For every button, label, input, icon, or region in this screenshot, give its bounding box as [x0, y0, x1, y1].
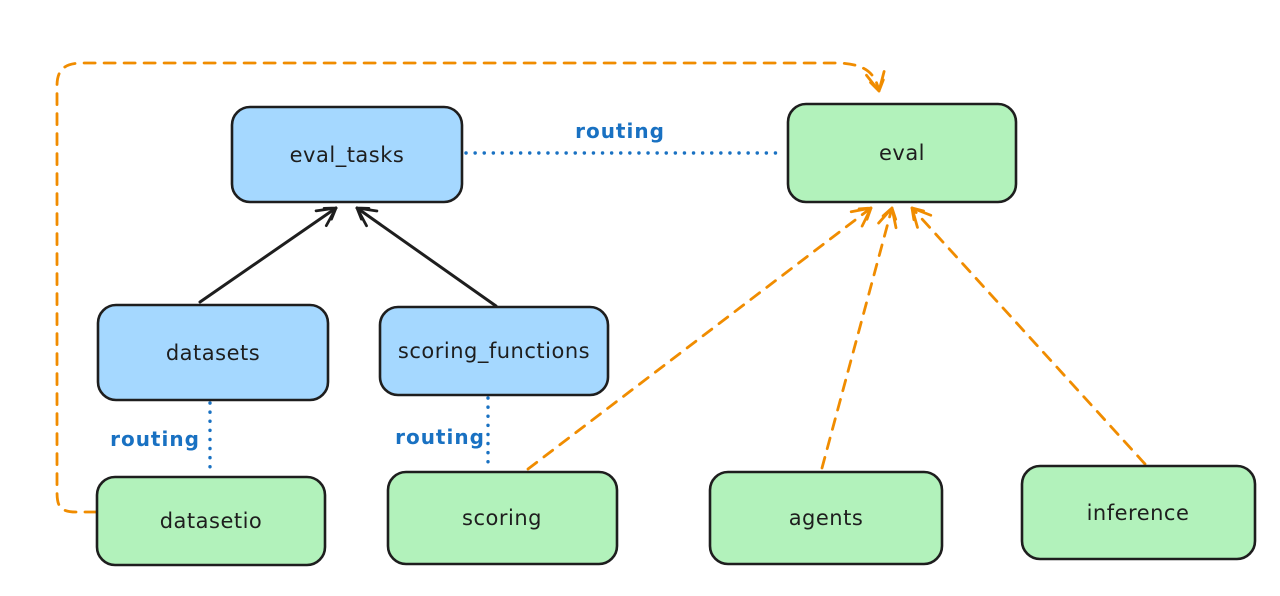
node-eval-tasks-label: eval_tasks: [290, 143, 405, 168]
node-scoring-functions-box: [378, 305, 610, 397]
node-eval-tasks: eval_tasks: [230, 105, 464, 204]
edge-inference-to-eval: [910, 206, 1147, 466]
edge-label-routing-middle: routing: [395, 425, 485, 449]
node-scoring-label: scoring: [462, 506, 542, 530]
node-scoring: scoring: [386, 470, 619, 566]
node-scoring-box: [386, 470, 619, 566]
edge-scoring-functions-to-eval-tasks: [355, 206, 498, 308]
node-datasetio: datasetio: [95, 475, 327, 567]
node-agents-label: agents: [789, 506, 864, 530]
node-datasets-box: [96, 303, 330, 402]
node-agents-box: [708, 470, 944, 566]
node-datasetio-label: datasetio: [160, 509, 263, 533]
node-inference: inference: [1020, 464, 1257, 561]
node-agents: agents: [708, 470, 944, 566]
node-eval: eval: [786, 102, 1018, 204]
node-scoring-functions: scoring_functions: [378, 305, 610, 397]
node-inference-box: [1020, 464, 1257, 561]
edge-datasetio-to-eval: [55, 61, 886, 514]
node-eval-tasks-box: [230, 105, 464, 204]
edge-agents-to-eval: [820, 206, 898, 470]
node-datasets-label: datasets: [166, 341, 260, 365]
edges: [55, 61, 1147, 514]
node-scoring-functions-label: scoring_functions: [398, 339, 590, 364]
node-eval-box: [786, 102, 1018, 204]
node-datasetio-box: [95, 475, 327, 567]
node-datasets: datasets: [96, 303, 330, 402]
node-inference-label: inference: [1087, 501, 1190, 525]
edge-scoring-to-eval: [526, 206, 873, 471]
node-eval-label: eval: [879, 141, 925, 165]
edge-label-routing-top: routing: [575, 119, 665, 143]
edge-label-routing-left: routing: [110, 427, 200, 451]
edge-datasets-to-eval-tasks: [198, 206, 338, 304]
